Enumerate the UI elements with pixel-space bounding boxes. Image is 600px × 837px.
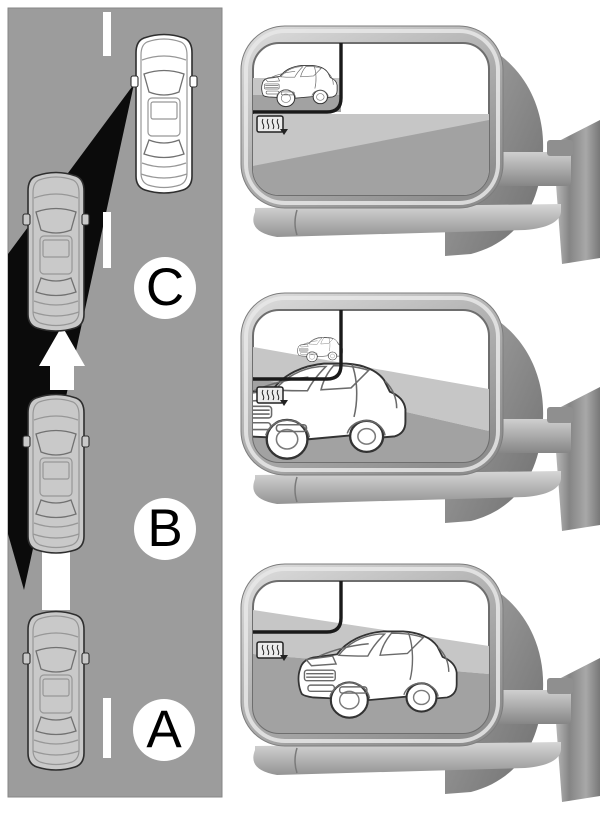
mirror-glass-scene-c bbox=[253, 43, 489, 195]
mirror-arm bbox=[495, 690, 571, 724]
side-mirror-view-b bbox=[240, 292, 600, 531]
mirror-base bbox=[253, 742, 561, 775]
lane-dash-3 bbox=[103, 698, 111, 758]
mirror-glass-scene-b bbox=[253, 310, 489, 462]
mirror-housing-highlight bbox=[244, 296, 500, 472]
position-label-a: A bbox=[133, 699, 195, 761]
mirror-arm bbox=[495, 152, 571, 186]
lane-markings bbox=[103, 12, 111, 758]
road-near-band bbox=[253, 120, 489, 195]
blind-spot-inset-divider bbox=[253, 43, 343, 114]
side-mirror-view-c bbox=[240, 25, 600, 264]
overtaking-vehicle-position-a bbox=[22, 610, 90, 771]
mirror-defrost-icon bbox=[256, 386, 289, 407]
side-mirror-view-a bbox=[240, 563, 600, 802]
mirror-arm bbox=[495, 419, 571, 453]
mirror-base-crease bbox=[294, 209, 298, 236]
mirror-arm-step bbox=[547, 407, 573, 423]
overtaking-vehicle-position-b bbox=[22, 393, 90, 554]
lane-dash-1 bbox=[103, 12, 111, 56]
road-top-view-panel bbox=[7, 7, 223, 798]
position-label-b: B bbox=[134, 498, 196, 560]
travel-path-strip bbox=[42, 552, 70, 610]
mirror-defrost-icon bbox=[256, 641, 289, 662]
position-label-c: C bbox=[134, 257, 196, 319]
blind-spot-inset-divider bbox=[253, 581, 343, 634]
driver-vehicle bbox=[130, 33, 198, 194]
mirror-base-crease bbox=[294, 476, 298, 503]
mirror-housing-highlight bbox=[244, 567, 500, 743]
mirror-arm-step bbox=[547, 140, 573, 156]
mirror-base bbox=[253, 471, 561, 504]
mirror-glass-scene-a bbox=[253, 581, 489, 733]
mirror-defrost-icon bbox=[256, 115, 289, 136]
mirror-housing-highlight bbox=[244, 29, 500, 205]
movement-arrow bbox=[39, 326, 85, 390]
mirror-arm-step bbox=[547, 678, 573, 694]
mirror-base bbox=[253, 204, 561, 237]
mirror-base-crease bbox=[294, 747, 298, 774]
lane-dash-2 bbox=[103, 212, 111, 268]
overtaking-vehicle-position-c bbox=[22, 171, 90, 332]
blind-spot-inset-divider bbox=[253, 310, 343, 381]
